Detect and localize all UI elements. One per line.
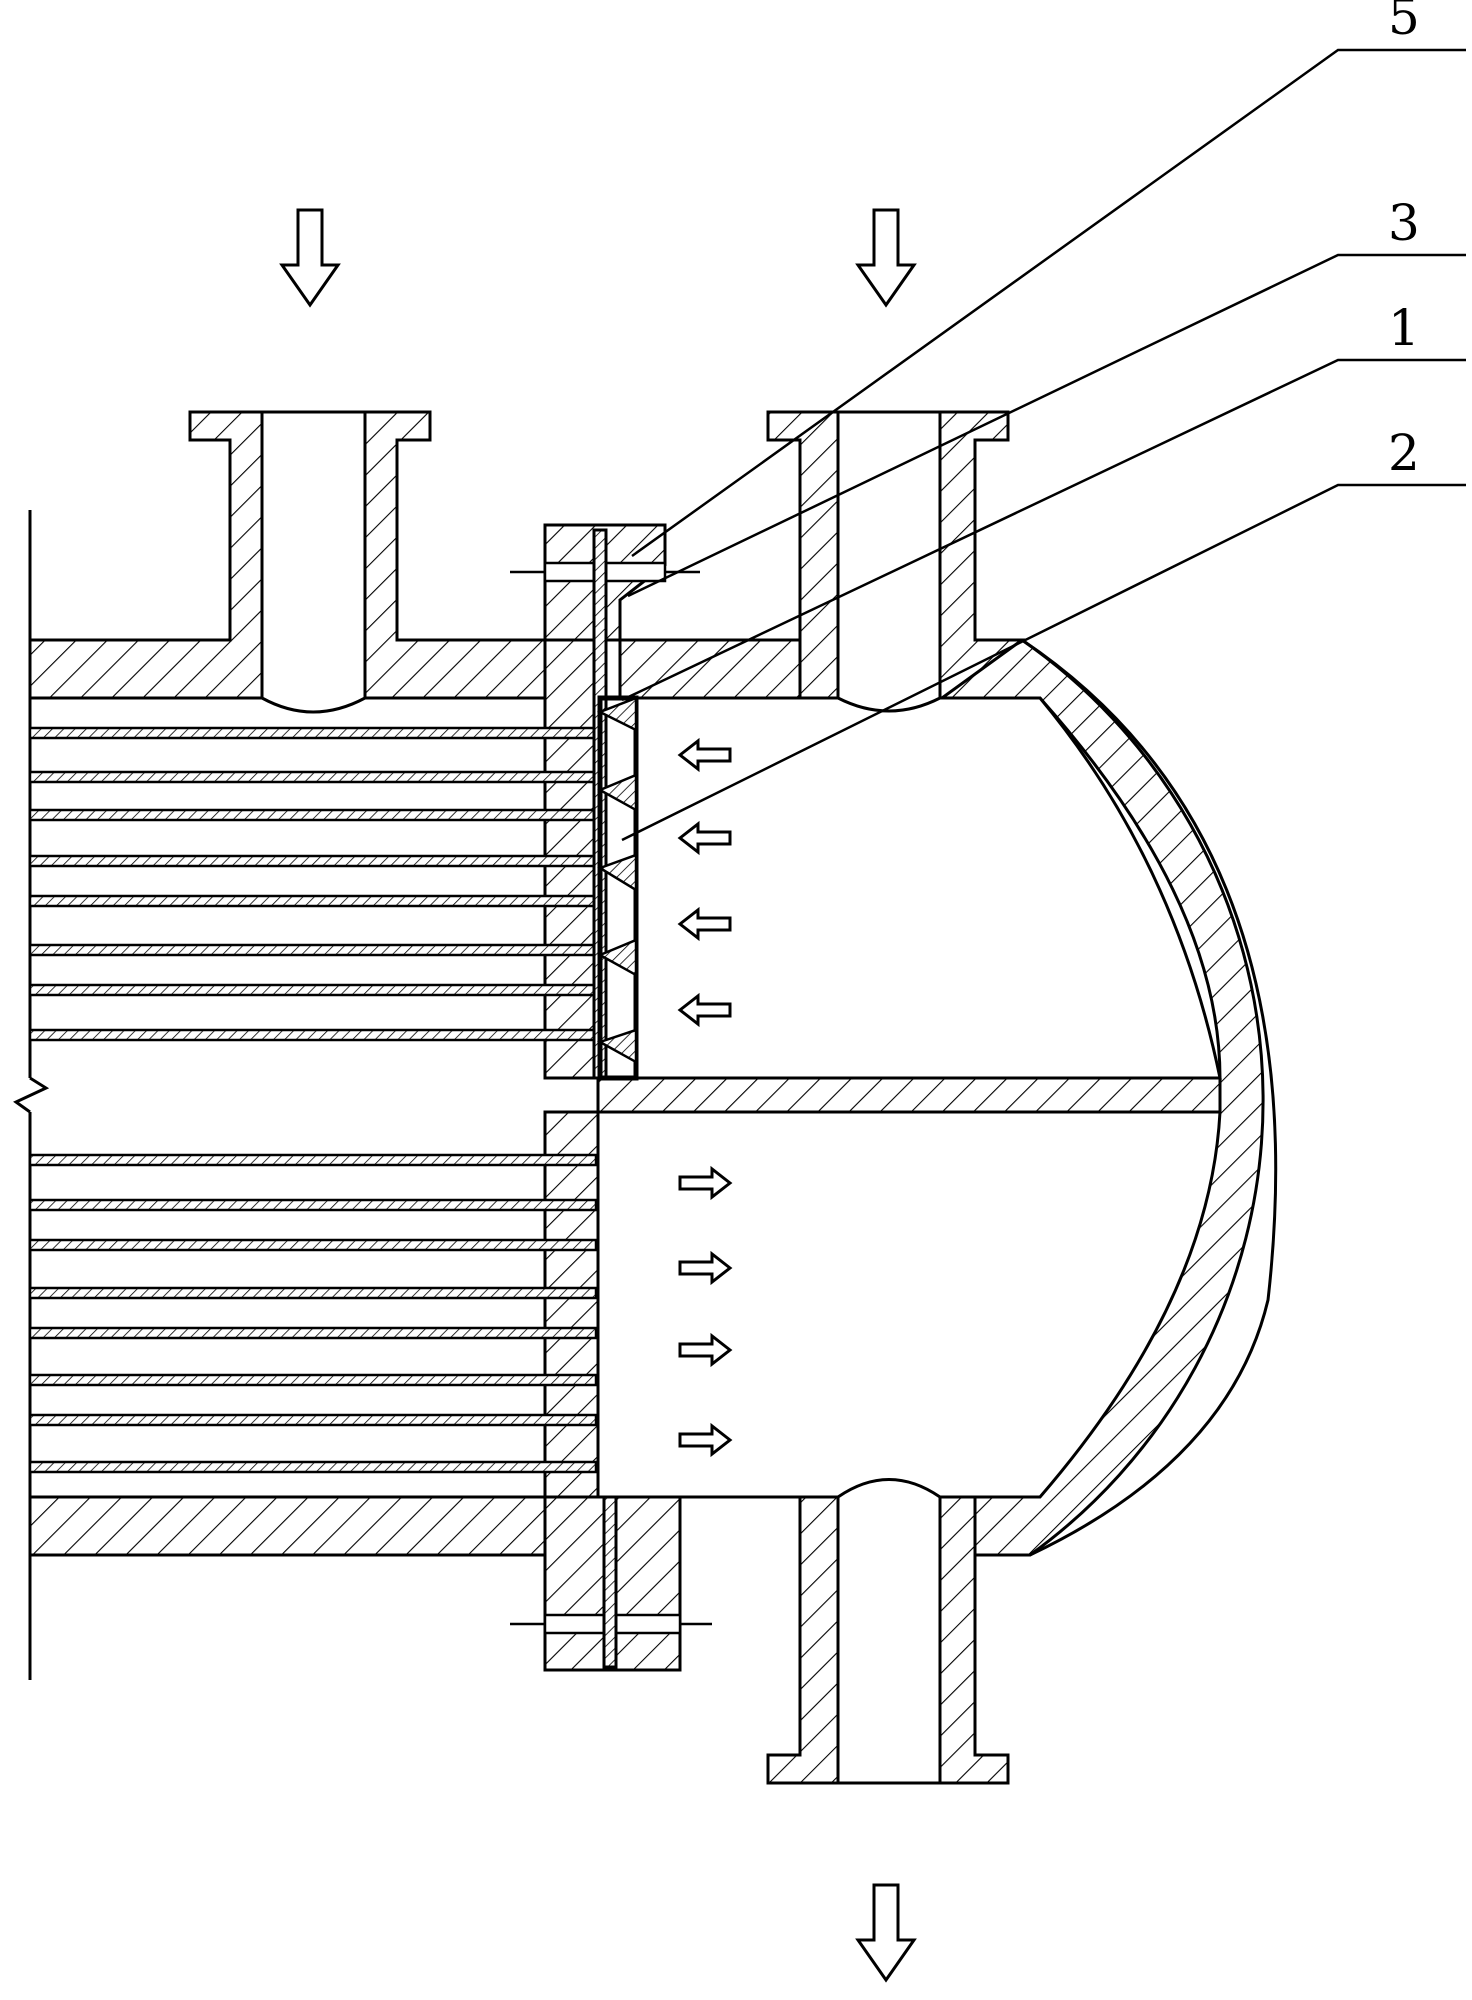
left-flow-arrow [677, 820, 732, 856]
tube-wall [28, 1286, 598, 1300]
tube-wall [28, 1373, 598, 1387]
right-flow-arrow [678, 1332, 733, 1368]
lower-chamber [596, 1110, 1222, 1499]
callout-1: 1 [1388, 299, 1420, 357]
tube-wall [28, 1413, 598, 1427]
tube-wall [28, 894, 598, 908]
tube-wall [28, 983, 598, 997]
inlet-bore-right [836, 410, 942, 713]
tube-wall [28, 808, 598, 822]
tube-wall [28, 1238, 598, 1252]
left-flow-arrow [677, 992, 732, 1028]
tube-bundle [28, 726, 598, 1474]
callout-5: 5 [1388, 0, 1420, 46]
tube-wall [28, 943, 598, 957]
outlet-bore [836, 1478, 942, 1785]
tube-wall [28, 1460, 598, 1474]
flow-arrows [279, 208, 917, 1983]
pass-partition [596, 1076, 1222, 1114]
right-flow-arrow [678, 1422, 733, 1458]
tube-wall [28, 726, 598, 740]
tube-wall [28, 854, 598, 868]
tube-wall [28, 1028, 598, 1042]
down-flow-arrow [279, 208, 341, 308]
down-flow-arrow [855, 1883, 917, 1983]
leader-lines [621, 48, 1466, 842]
right-flow-arrow [678, 1250, 733, 1286]
callout-2: 2 [1388, 424, 1420, 482]
right-flow-arrow [678, 1165, 733, 1201]
tube-wall [28, 1198, 598, 1212]
left-flow-arrow [677, 906, 732, 942]
inlet-bore-left [260, 410, 367, 714]
upper-chamber [634, 696, 1222, 1080]
tube-wall [28, 1153, 598, 1167]
baffle-plate [592, 528, 639, 1669]
bottom-shell-wall [28, 1495, 547, 1557]
tube-wall [28, 770, 598, 784]
down-flow-arrow [855, 208, 917, 308]
tube-wall [28, 1326, 598, 1340]
callout-3: 3 [1388, 194, 1420, 252]
left-flow-arrow [677, 737, 732, 773]
